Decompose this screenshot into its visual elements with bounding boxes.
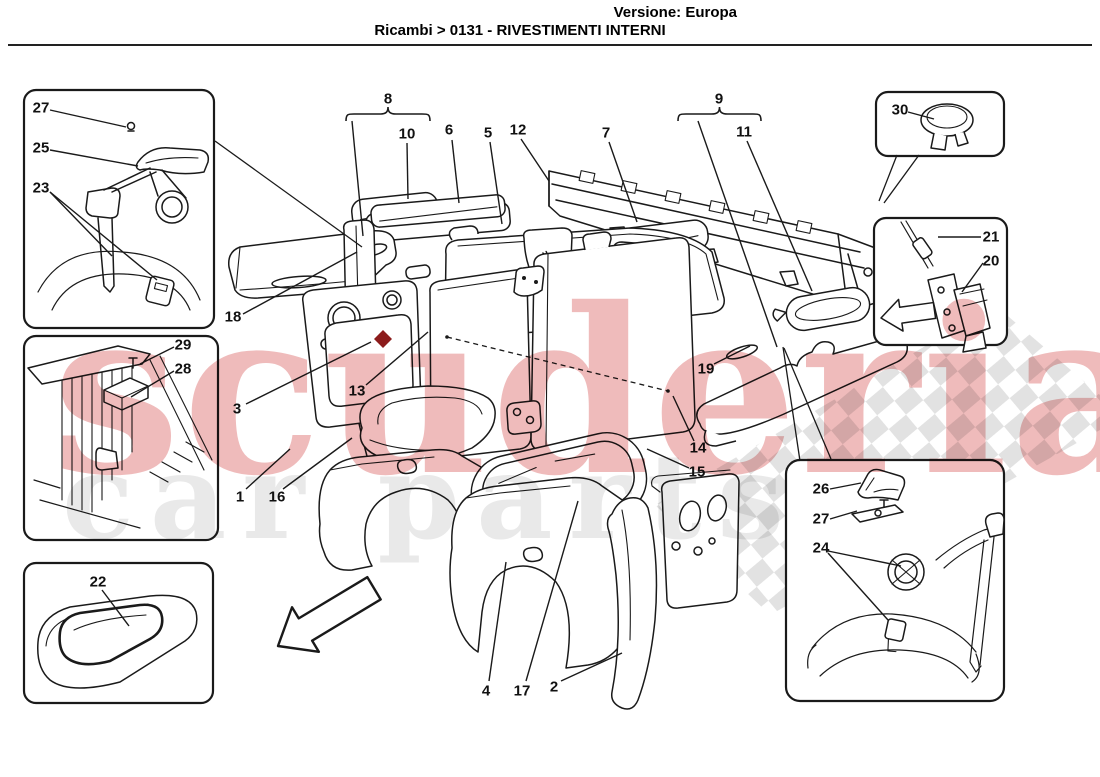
direction-arrow: [276, 575, 382, 654]
callout-leader-16: [282, 437, 353, 490]
callout-number-1: 1: [236, 489, 244, 506]
callout-leader-13: [365, 331, 429, 386]
callout-leader-30: [907, 111, 935, 120]
pillar-trim-right: [606, 496, 658, 710]
inset-connector-line: [783, 347, 832, 460]
inset-connector-line: [878, 154, 898, 202]
callout-leader-6: [451, 139, 460, 204]
callout-number-26: 26: [813, 481, 830, 498]
armrest-lid-pad: [772, 286, 871, 332]
callout-leader-24: [827, 552, 889, 621]
callout-number-29: 29: [175, 337, 192, 354]
callout-leader-15: [646, 448, 690, 469]
callout-number-13: 13: [349, 383, 366, 400]
callout-leader-25: [49, 149, 139, 167]
callout-brace-8: [345, 106, 431, 122]
callout-number-27: 27: [33, 100, 50, 117]
callout-leader-8: [351, 120, 364, 237]
callout-number-21: 21: [983, 229, 1000, 246]
callout-leader-26: [829, 482, 862, 490]
callout-number-24: 24: [813, 540, 830, 557]
main-parts: ♞: [227, 170, 909, 710]
callout-leader-18: [242, 251, 358, 315]
callout-number-3: 3: [233, 401, 241, 418]
fold-line-dashed: [446, 336, 669, 392]
inset-cap: [874, 90, 1006, 158]
inset-connector-line: [883, 154, 920, 204]
callout-number-10: 10: [399, 126, 416, 143]
callout-leader-5: [489, 141, 503, 225]
callout-number-11: 11: [736, 124, 752, 141]
header-divider: [8, 44, 1092, 46]
callout-number-30: 30: [892, 102, 909, 119]
callout-number-16: 16: [269, 489, 286, 506]
callout-number-6: 6: [445, 122, 453, 139]
callout-leader-4: [488, 561, 507, 682]
tub-trim-right: [449, 476, 643, 669]
fold-line-end-dot: [445, 335, 449, 339]
callout-number-8: 8: [384, 91, 392, 108]
callout-number-2: 2: [550, 679, 558, 696]
callout-leader-10: [406, 142, 409, 200]
callout-leader-19: [713, 345, 751, 365]
callout-number-25: 25: [33, 140, 50, 157]
callout-number-18: 18: [225, 309, 242, 326]
hinge-bracket: [513, 265, 545, 297]
inset-connector-line: [782, 346, 801, 462]
callout-number-9: 9: [715, 91, 723, 108]
inset-connector-line: [214, 140, 363, 248]
inset-cushion-pad: [22, 561, 215, 705]
backrest-panel-right: [530, 231, 696, 451]
callout-number-17: 17: [514, 683, 531, 700]
callout-leader-7: [608, 141, 638, 223]
callout-leader-29: [139, 346, 175, 365]
quarter-panel-right: [651, 469, 740, 609]
callout-number-19: 19: [698, 361, 715, 378]
clip-small: [405, 264, 431, 280]
callout-leader-20: [961, 262, 984, 293]
armrest-console-right: [696, 336, 909, 447]
fold-line-end-dot: [666, 389, 670, 393]
callout-number-20: 20: [983, 253, 1000, 270]
bracket-center: [506, 400, 542, 435]
diamond-marker: [374, 330, 392, 348]
callout-leader-24: [827, 550, 902, 567]
callout-leader-22: [101, 589, 130, 627]
inset-buckle: [872, 216, 1009, 353]
version-label: Versione: Europa: [613, 4, 737, 21]
callout-leader-28: [130, 370, 175, 398]
callout-leader-23: [49, 191, 158, 281]
callout-leader-27: [829, 510, 858, 520]
callout-number-14: 14: [690, 440, 707, 457]
inset-seatbelt-rear: [784, 458, 1006, 703]
callout-number-23: 23: [33, 180, 50, 197]
callout-number-7: 7: [602, 125, 610, 142]
callout-number-12: 12: [510, 122, 527, 139]
inset-body-bracket: [22, 334, 220, 542]
callout-number-15: 15: [689, 464, 706, 481]
callout-leader-12: [520, 138, 550, 182]
callout-leader-2: [560, 652, 623, 682]
callout-number-4: 4: [482, 683, 491, 700]
callout-leader-9: [697, 120, 778, 348]
callout-leader-3: [245, 341, 372, 405]
callout-leader-14: [672, 395, 695, 442]
callout-number-22: 22: [90, 574, 107, 591]
inset-seatbelt-upper: [22, 88, 216, 330]
inset-boxes: [22, 88, 1009, 705]
callout-number-28: 28: [175, 361, 192, 378]
callout-leader-27: [49, 109, 127, 128]
callout-brace-9: [677, 106, 762, 122]
callout-leader-23: [49, 191, 113, 257]
callout-leader-1: [245, 448, 291, 490]
callout-number-27: 27: [813, 511, 830, 528]
breadcrumb: Ricambi > 0131 - RIVESTIMENTI INTERNI: [374, 22, 666, 39]
callout-leader-11: [746, 140, 813, 292]
callout-leader-17: [525, 500, 579, 682]
callout-number-5: 5: [484, 125, 492, 142]
